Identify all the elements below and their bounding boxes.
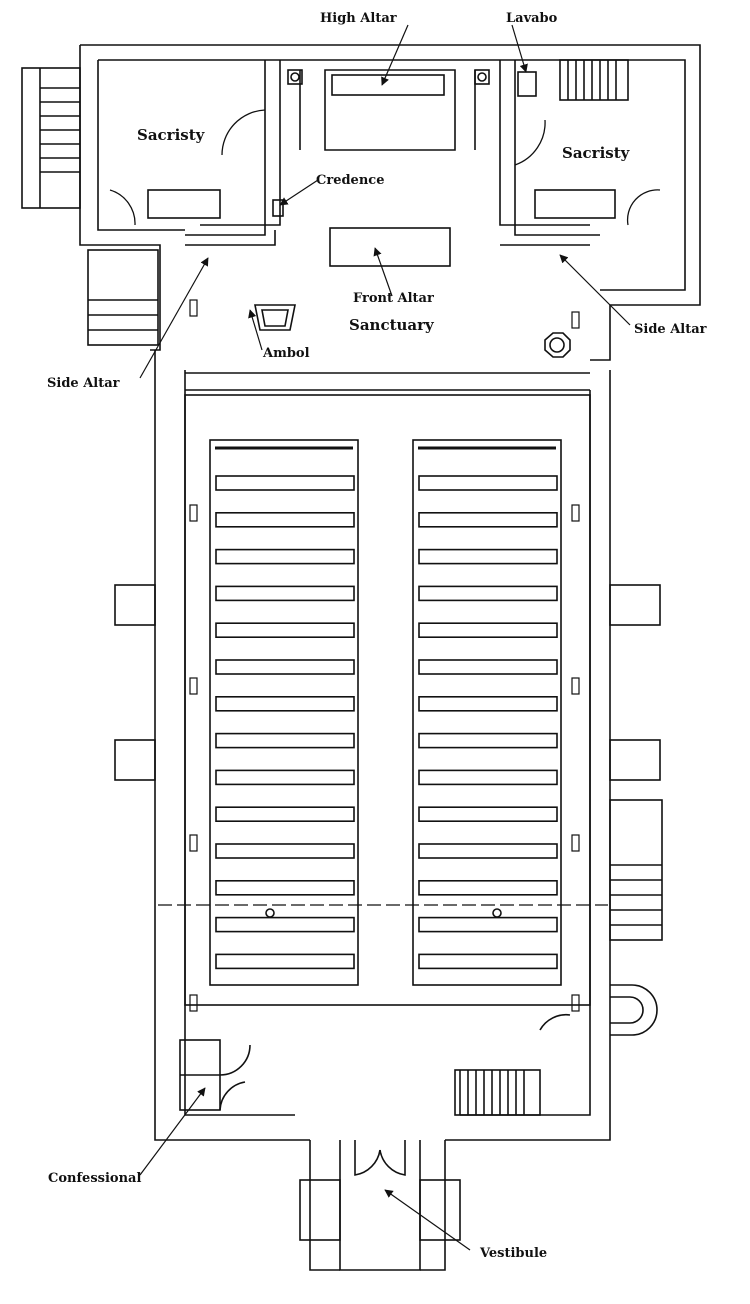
pew-left (215, 548, 355, 565)
right-sacristy-fixture (559, 59, 629, 101)
label-side-altar-left: Side Altar (47, 376, 120, 391)
pew-right (418, 585, 558, 602)
pew-right (418, 806, 558, 823)
entrance-area (299, 1140, 461, 1271)
pew-right (418, 953, 558, 970)
label-vestibule: Vestibule (479, 1246, 547, 1261)
left-buttresses (114, 584, 156, 781)
label-credence: Credence (316, 173, 384, 188)
door-swings (109, 109, 661, 226)
label-sanctuary: Sanctuary (349, 316, 435, 334)
pew-rows (215, 475, 558, 970)
pew-right (418, 732, 558, 749)
credence-table (272, 199, 284, 217)
left-stairs (21, 67, 159, 346)
pew-left (215, 916, 355, 933)
pew-left (215, 769, 355, 786)
pew-left (215, 585, 355, 602)
window-niches (189, 299, 580, 1012)
pew-left (215, 511, 355, 528)
labels: High Altar Lavabo Sacristy Sacristy Cred… (47, 11, 707, 1261)
left-sacristy-cabinet (147, 189, 221, 219)
pillar-left (265, 908, 275, 918)
label-side-altar-right: Side Altar (634, 322, 707, 337)
label-ambol: Ambol (262, 346, 310, 361)
pew-left (215, 879, 355, 896)
pew-right (418, 511, 558, 528)
pew-left (215, 806, 355, 823)
ambo (254, 304, 296, 331)
pew-right (418, 695, 558, 712)
font-basin (549, 337, 565, 353)
label-lavabo: Lavabo (506, 11, 558, 26)
font-octagon (544, 332, 571, 358)
outer-walls (79, 44, 701, 1141)
pew-left (215, 843, 355, 859)
pews-right (412, 439, 562, 986)
pews-left (209, 439, 359, 986)
pew-right (418, 622, 558, 639)
pew-left (215, 475, 355, 491)
right-stairs (609, 799, 663, 1036)
right-sacristy-cabinet (534, 189, 616, 219)
confessional-booth (179, 1039, 251, 1111)
pillar-right (492, 908, 502, 918)
leader-lines (139, 24, 631, 1251)
high-altar-area (287, 69, 490, 151)
pew-right (418, 843, 558, 859)
pew-right (418, 475, 558, 491)
lavabo-basin (517, 71, 537, 97)
label-sacristy-left: Sacristy (137, 126, 206, 144)
pew-right (418, 916, 558, 933)
label-sacristy-right: Sacristy (562, 144, 631, 162)
label-confessional: Confessional (48, 1171, 141, 1186)
ambo-inner (261, 309, 289, 327)
pew-right (418, 879, 558, 896)
label-front-altar: Front Altar (353, 291, 434, 306)
right-buttresses (609, 584, 661, 781)
choir-stairs (454, 1013, 571, 1116)
pew-left (215, 659, 355, 675)
label-high-altar: High Altar (320, 11, 397, 26)
pew-left (215, 622, 355, 639)
pew-right (418, 548, 558, 565)
pew-right (418, 659, 558, 675)
pew-left (215, 732, 355, 749)
pew-left (215, 953, 355, 970)
pew-right (418, 769, 558, 786)
front-altar-table (329, 227, 451, 267)
pew-left (215, 695, 355, 712)
